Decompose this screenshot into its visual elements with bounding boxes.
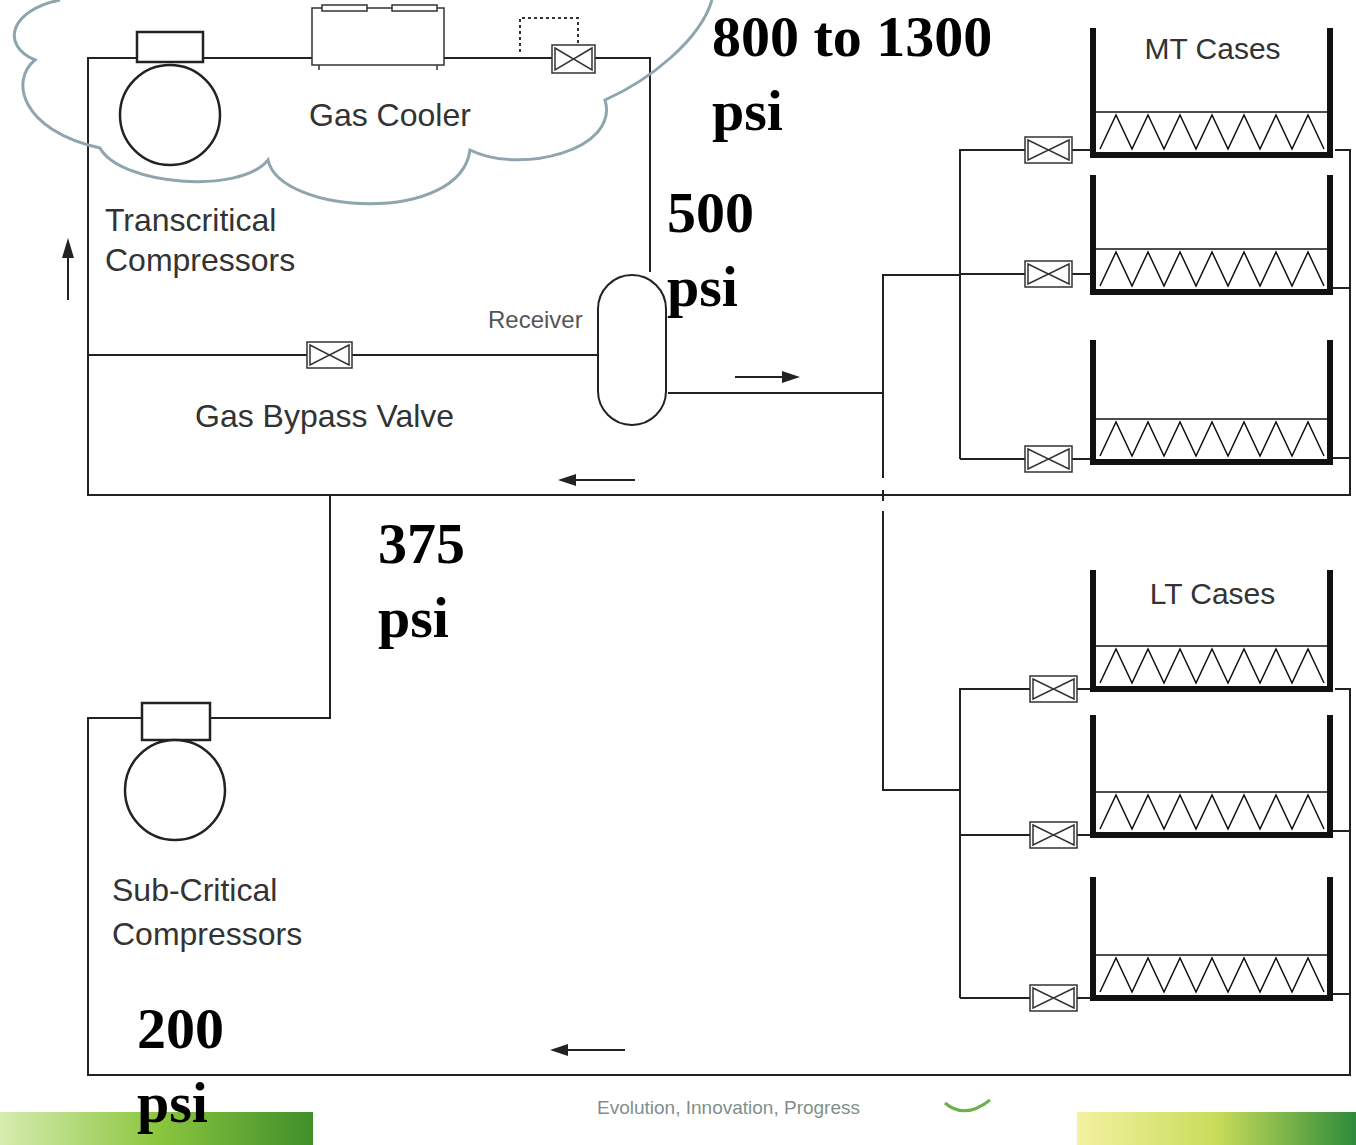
case-shelf [1093, 645, 1330, 647]
valve-symbol [1028, 264, 1069, 284]
valve-symbol [1033, 825, 1074, 845]
pipe-line [668, 150, 1090, 393]
shape-outline [480, 272, 668, 428]
case-shelf [1093, 418, 1330, 420]
valve-symbol [1030, 676, 1077, 702]
fan-tab [392, 5, 437, 11]
case-outline [1093, 340, 1330, 462]
node-label: LT Cases [1090, 576, 1335, 612]
valve-symbol [1033, 988, 1074, 1008]
valve-symbol [1028, 140, 1069, 160]
evaporator-coil [1100, 649, 1324, 683]
valve-symbol [1030, 985, 1077, 1011]
case-shelf [1093, 111, 1330, 113]
pressure-label: 375 psi [378, 507, 528, 655]
pressure-label: 200 psi [137, 992, 287, 1140]
display-case: LT Cases [1090, 570, 1335, 692]
evaporator-coil [1100, 422, 1324, 456]
valve-symbol [310, 345, 349, 365]
valve-symbol [1025, 261, 1072, 287]
compressor-unit: Sub-Critical Compressors [105, 700, 305, 960]
pipe-line [88, 58, 330, 718]
crossover-gap [879, 501, 887, 511]
valve-symbol [555, 48, 592, 70]
compressor-symbol [120, 65, 220, 165]
case-shelf [1093, 791, 1330, 793]
node-label: Transcritical Compressors [105, 200, 303, 280]
gas-cooler-body [312, 8, 444, 65]
pressure-label: 500 psi [667, 176, 817, 324]
gas-cooler: Gas Cooler [307, 5, 482, 139]
fan-tab [322, 5, 367, 11]
suction-stub [1333, 288, 1350, 994]
flow-arrow [567, 1049, 625, 1051]
valve-label: Gas Bypass Valve [195, 396, 454, 436]
receiver-shell [598, 275, 666, 425]
evaporator-coil [1100, 252, 1324, 286]
cloud-outline [14, 0, 712, 204]
receiver-vessel: Receiver [480, 272, 668, 428]
pipe-line [444, 57, 482, 59]
compressor-head [142, 703, 210, 740]
compressor-head [137, 32, 203, 62]
flow-arrow [62, 238, 74, 258]
case-shelf [1093, 954, 1330, 956]
valve-symbol [552, 45, 595, 73]
display-case: MT Cases [1090, 28, 1335, 158]
valve-symbol [1025, 446, 1072, 472]
compressor-unit: Transcritical Compressors [103, 28, 303, 284]
evaporator-coil [1100, 958, 1324, 992]
case-outline [1093, 715, 1330, 835]
footer-swoosh [945, 1100, 990, 1111]
flow-arrow [550, 1044, 568, 1056]
footer-band [1077, 1112, 1356, 1145]
evaporator-coil [1100, 115, 1324, 149]
flow-arrow [67, 255, 69, 300]
case-outline [1093, 175, 1330, 292]
valve-symbol [1030, 822, 1077, 848]
valve-symbol [1033, 679, 1074, 699]
pressure-label: 800 to 1300 psi [712, 0, 1042, 148]
valve-symbol [307, 342, 352, 368]
pipe-line [203, 57, 303, 59]
pipe-line [103, 57, 137, 59]
liquid-branch [960, 274, 1093, 998]
flow-arrow [575, 479, 635, 481]
node-label: Gas Cooler [309, 95, 482, 135]
pipe-line [303, 57, 307, 59]
cooler-leg [319, 65, 437, 70]
node-label: MT Cases [1090, 31, 1335, 67]
case-shelf [1093, 248, 1330, 250]
crossover-gap [879, 478, 887, 490]
footer-text: Evolution, Innovation, Progress [597, 1096, 860, 1120]
node-label: Receiver [488, 305, 668, 335]
valve-symbol [1025, 137, 1072, 163]
valve-symbol [1028, 449, 1069, 469]
node-label: Sub-Critical Compressors [112, 868, 305, 956]
pipe-line [668, 393, 1090, 790]
flow-arrow [735, 376, 785, 378]
pipe-line [88, 689, 1350, 1075]
flow-arrow [558, 474, 576, 486]
flow-arrow [782, 371, 800, 383]
compressor-symbol [125, 740, 225, 840]
case-outline [1093, 877, 1330, 998]
pipe-line [105, 717, 142, 719]
evaporator-coil [1100, 795, 1324, 829]
pipe-line [210, 717, 305, 719]
